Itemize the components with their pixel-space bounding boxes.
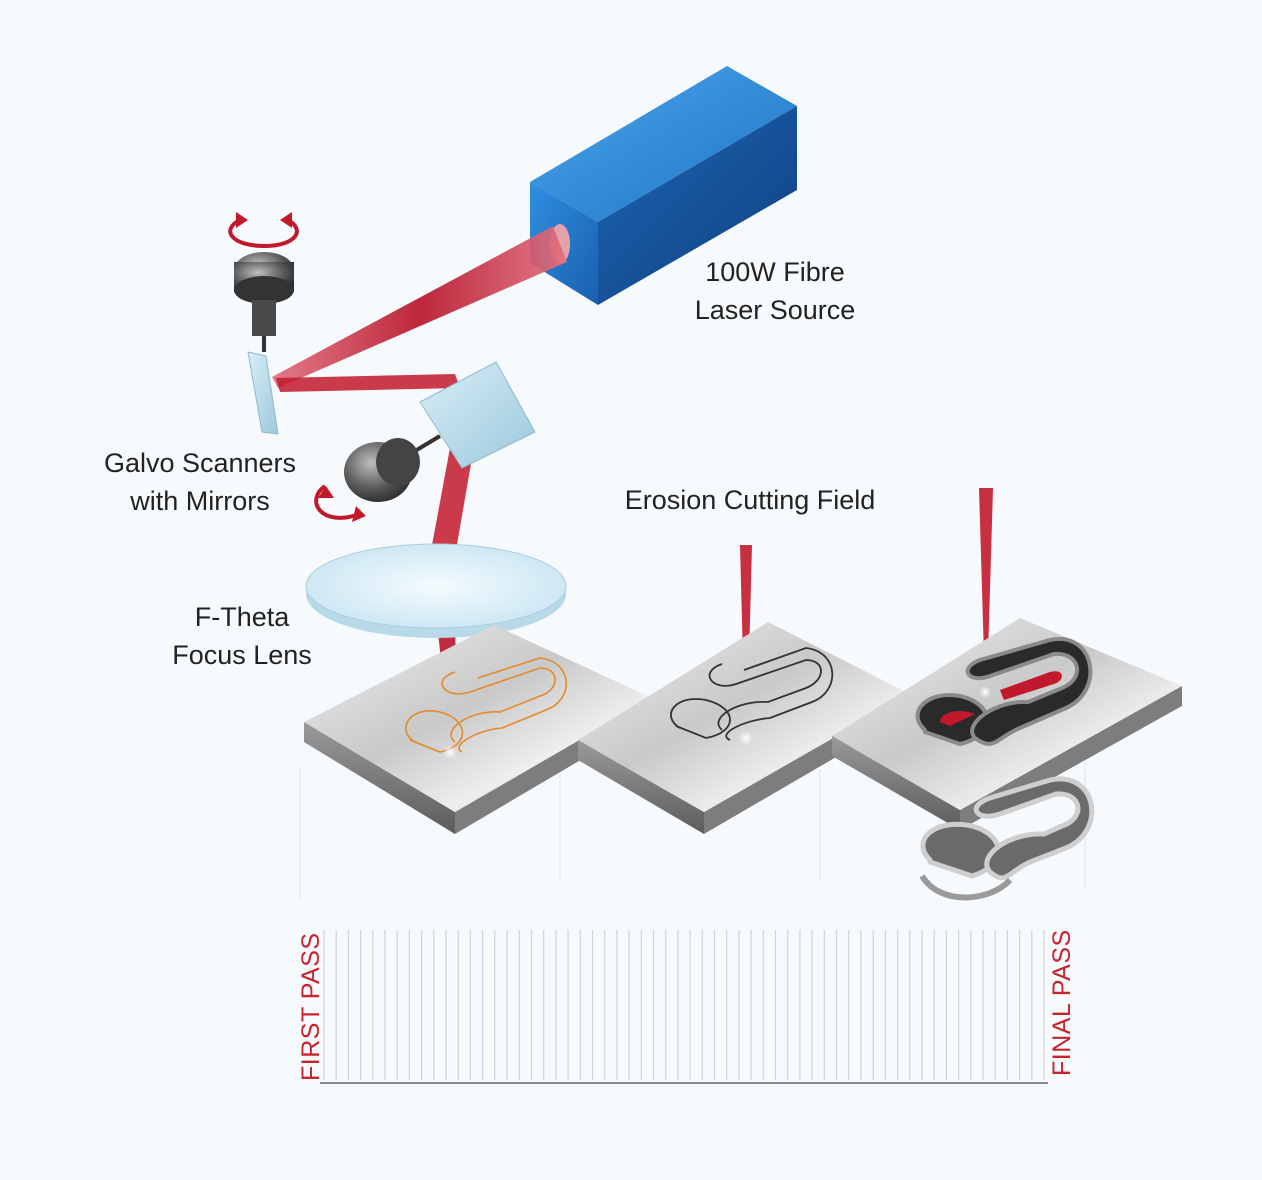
lens-label: F-Theta Focus Lens <box>142 598 342 674</box>
galvo-label-line1: Galvo Scanners <box>103 448 297 478</box>
rotation-arrow-icon <box>228 212 299 249</box>
field-label-text: Erosion Cutting Field <box>624 485 876 515</box>
es-logo-icon <box>670 647 834 741</box>
es-logo-icon <box>405 657 568 753</box>
laser-source-label: 100W Fibre Laser Source <box>662 253 888 329</box>
galvo-label: Galvo Scanners with Mirrors <box>70 444 330 520</box>
first-pass-label: FIRST PASS <box>297 932 325 1081</box>
laser-source-label-line1: 100W Fibre <box>705 257 845 287</box>
lens-label-line1: F-Theta <box>194 602 290 632</box>
final-pass-label: FINAL PASS <box>1048 929 1076 1076</box>
lens-icon <box>305 543 567 638</box>
rotation-arrow-icon <box>314 484 366 522</box>
es-logo-icon <box>919 776 1095 901</box>
galvo-motor-icon <box>234 252 294 352</box>
field-label: Erosion Cutting Field <box>590 481 910 519</box>
laser-source-label-line2: Laser Source <box>694 295 856 325</box>
pass-bars <box>323 930 1045 1080</box>
mirror-icon <box>419 361 536 469</box>
galvo-motor-icon <box>344 434 442 502</box>
lens-label-line2: Focus Lens <box>172 640 312 670</box>
es-logo-icon <box>915 636 1093 747</box>
laser-source-icon <box>530 66 797 305</box>
mirror-icon <box>247 351 279 435</box>
galvo-label-line2: with Mirrors <box>130 486 270 516</box>
